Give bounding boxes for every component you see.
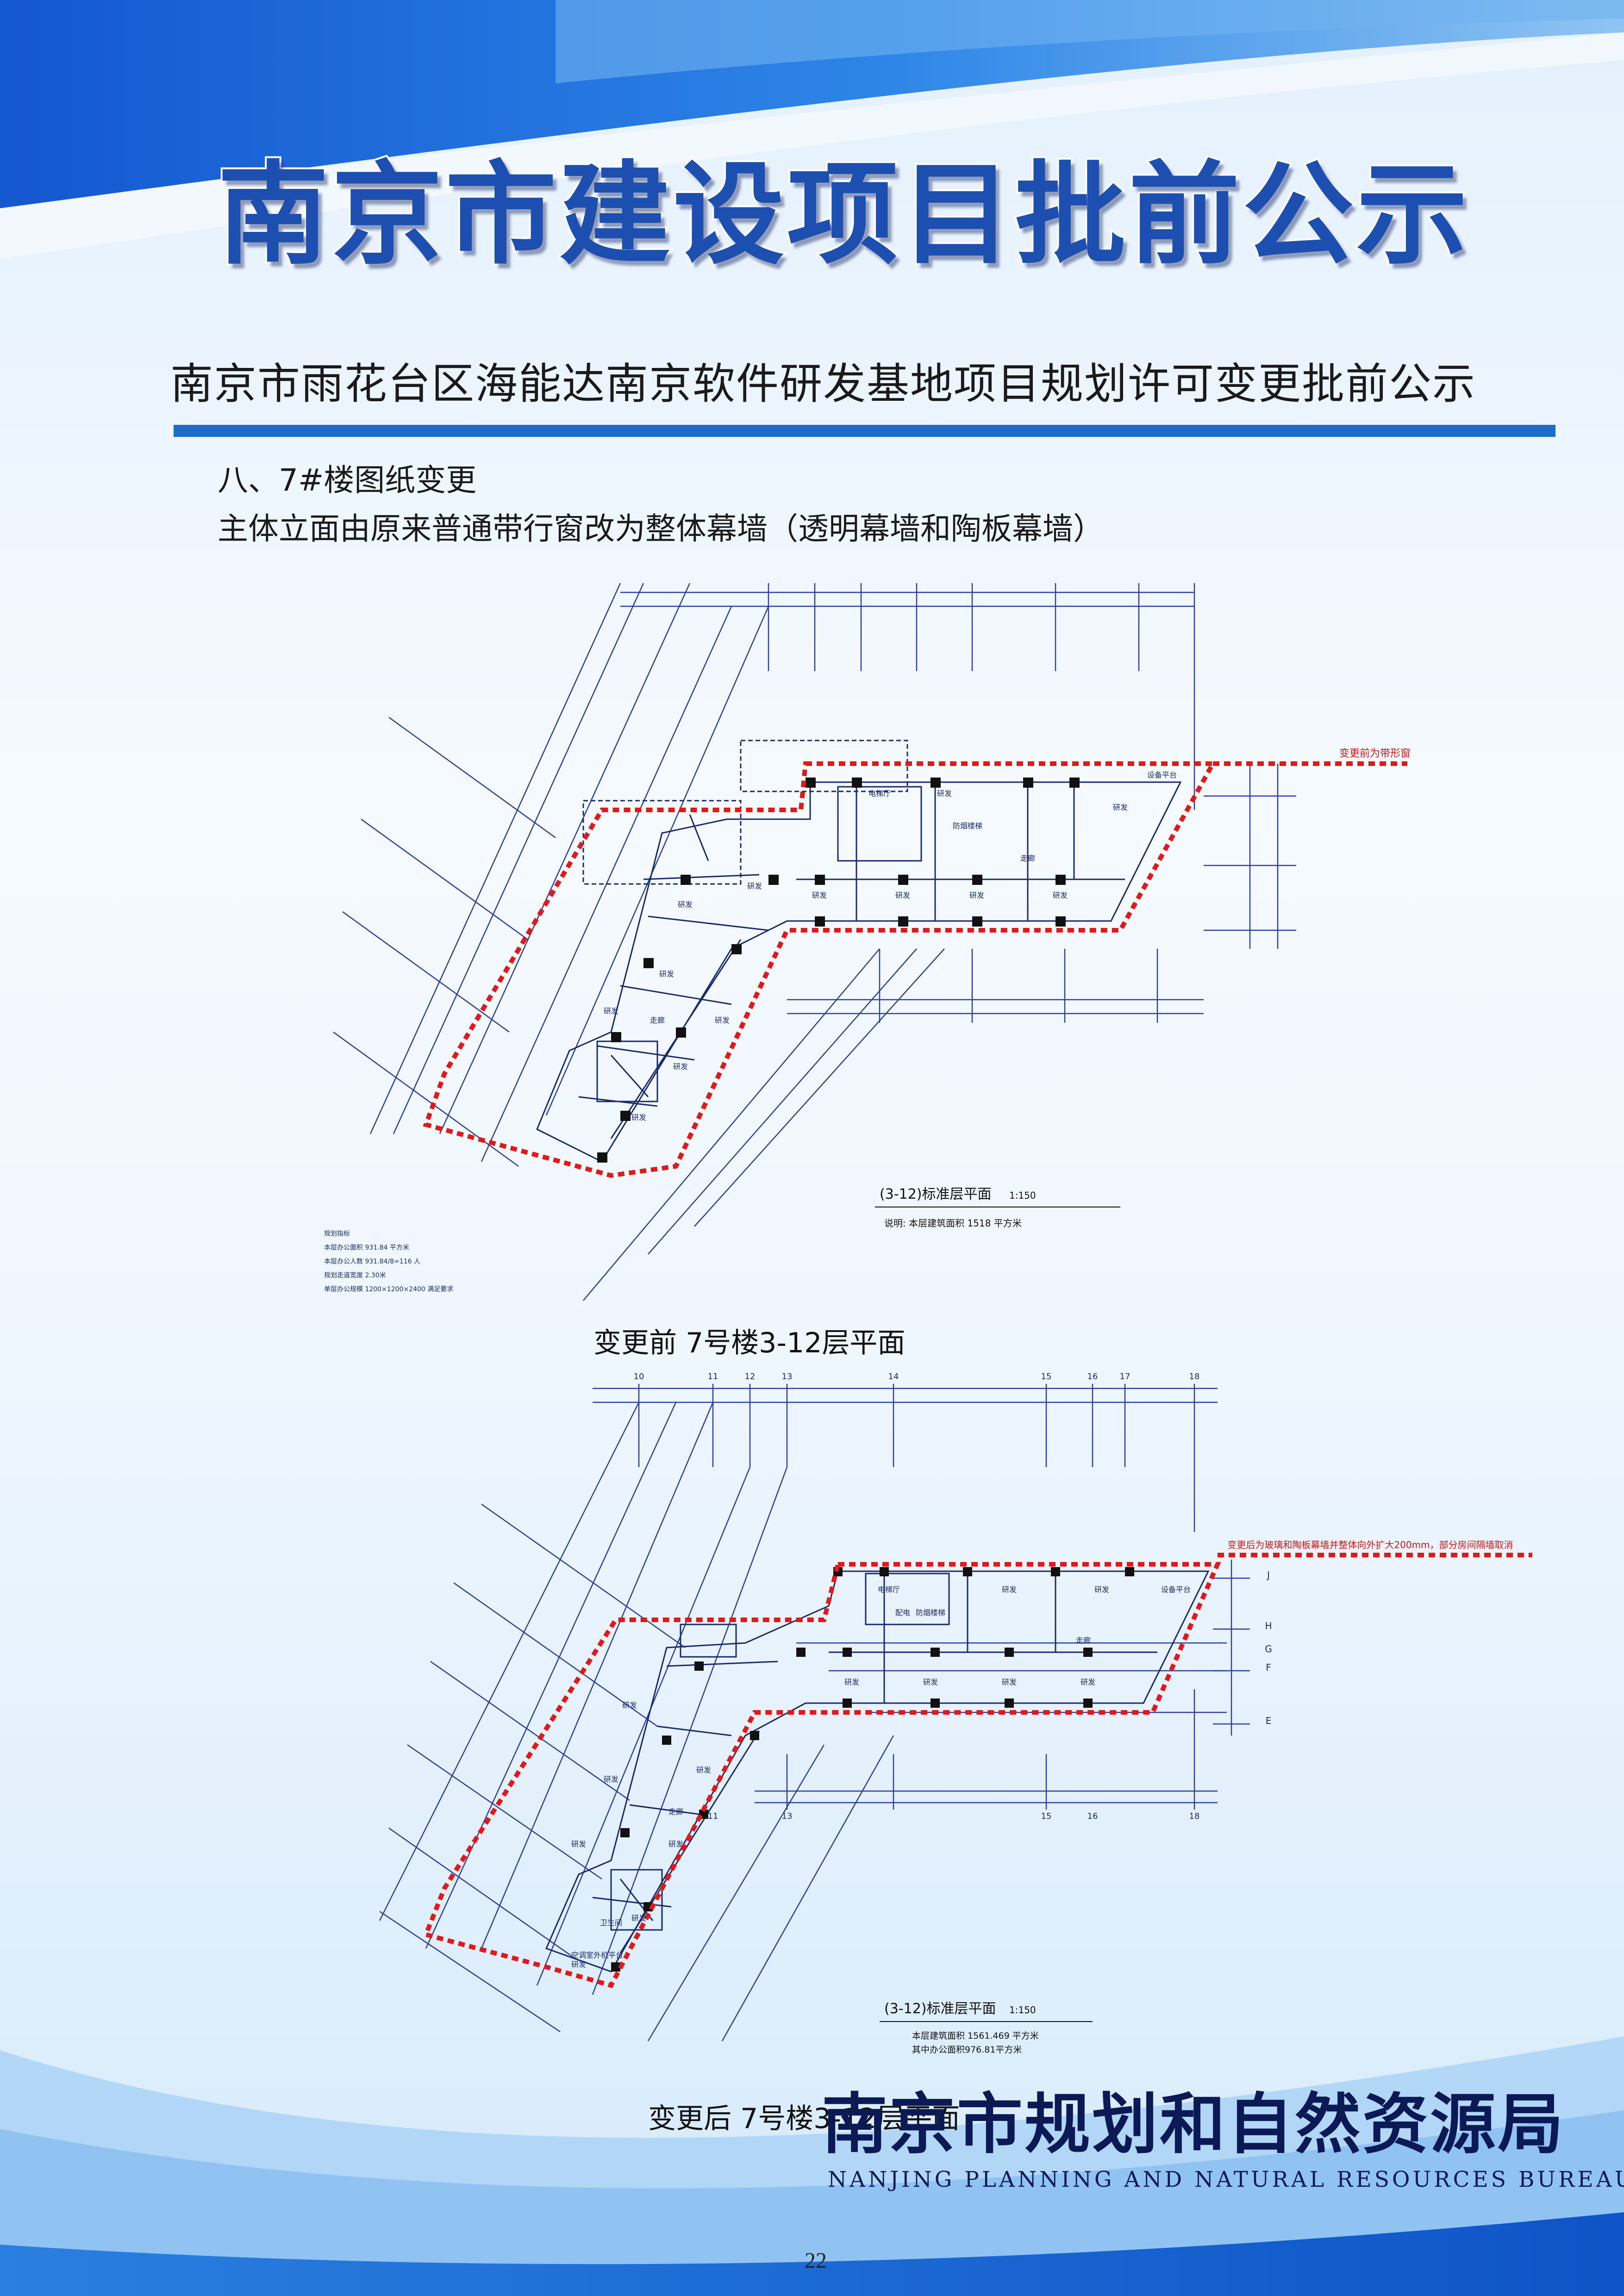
- after-axis-numbers-bottom: 11 13 15 16 18: [708, 1811, 1200, 1821]
- before-outline-red: [423, 761, 1217, 1178]
- after-room-label: 研发: [571, 1960, 586, 1969]
- before-room-label: 研发: [812, 891, 827, 900]
- plan-before-gridlines: [333, 583, 1296, 1301]
- after-axis-label: 13: [782, 1372, 793, 1381]
- after-axis-label: 12: [745, 1372, 756, 1381]
- page-title: 南京市建设项目批前公示: [216, 147, 1471, 281]
- before-room-label: 研发: [604, 1007, 618, 1015]
- after-axis-label: 18: [1189, 1811, 1200, 1821]
- before-room-label: 研发: [659, 970, 674, 978]
- after-room-label: 研发: [1094, 1585, 1109, 1594]
- section-description: 主体立面由原来普通带行窗改为整体幕墙（透明幕墙和陶板幕墙）: [218, 511, 1104, 547]
- after-axis-label: 16: [1087, 1811, 1098, 1821]
- after-plan-note-office: 其中办公面积976.81平方米: [912, 2045, 1022, 2055]
- after-room-label: 研发: [923, 1678, 938, 1686]
- after-room-label: 研发: [622, 1701, 637, 1710]
- before-room-label: 研发: [1113, 803, 1128, 812]
- before-room-label: 研发: [937, 789, 952, 798]
- before-plan-title: (3-12)标准层平面: [880, 1186, 992, 1202]
- after-room-label: 研发: [1002, 1678, 1017, 1686]
- after-axis-label: 15: [1041, 1372, 1052, 1381]
- before-metrics-line: 单层办公规模 1200×1200×2400 满足要求: [324, 1286, 453, 1293]
- after-room-label: 研发: [571, 1840, 586, 1848]
- after-axis-label: 15: [1041, 1811, 1052, 1821]
- after-corridor-label: 走廊: [1076, 1636, 1091, 1645]
- before-corridor-label: 走廊: [1020, 854, 1035, 863]
- after-corridor-label: 走廊: [668, 1807, 683, 1816]
- after-axis-label: 11: [708, 1811, 718, 1821]
- after-outline-red: [423, 1562, 1221, 1988]
- title-divider: [174, 425, 1555, 437]
- after-axis-label: G: [1265, 1643, 1272, 1655]
- before-fire-label: 防烟楼梯: [953, 821, 982, 830]
- after-fire-label: 防烟楼梯: [916, 1608, 945, 1617]
- after-distribution-label: 配电: [895, 1608, 910, 1617]
- after-axis-label: E: [1266, 1715, 1272, 1726]
- after-room-label: 研发: [668, 1840, 683, 1848]
- floor-plan-after: 10 11 12 13 14 15 16 17 18 11 13 15 16 1…: [379, 1372, 1532, 2055]
- after-axis-label: 14: [888, 1372, 899, 1381]
- after-axis-label: 10: [634, 1372, 644, 1381]
- before-metrics-line: 本层办公面积 931.84 平方米: [324, 1244, 409, 1251]
- after-air-label: 空调室外机平台: [571, 1951, 623, 1960]
- after-plan-scale: 1:150: [1009, 2004, 1036, 2016]
- after-restroom-label: 卫生间: [600, 1918, 622, 1927]
- before-room-label: 研发: [678, 900, 693, 909]
- after-axis-label: 16: [1087, 1372, 1098, 1381]
- after-axis-letters: J H G F E: [1265, 1569, 1272, 1726]
- after-annotation: 变更后为玻璃和陶板幕墙并整体向外扩大200mm，部分房间隔墙取消: [1227, 1539, 1513, 1550]
- plan-before-columns: [597, 778, 1080, 1163]
- before-plan-scale: 1:150: [1009, 1190, 1036, 1201]
- before-metrics-line: 本层办公人数 931.84/8=116 人: [324, 1258, 420, 1265]
- before-room-label: 研发: [969, 891, 984, 900]
- org-name-en: NANJING PLANNING AND NATURAL RESOURCES B…: [828, 2167, 1624, 2192]
- after-axis-label: J: [1266, 1569, 1270, 1580]
- caption-before: 变更前 7号楼3-12层平面: [593, 1327, 906, 1359]
- before-room-label: 研发: [747, 882, 762, 890]
- before-corridor-label: 走廊: [650, 1016, 665, 1025]
- before-plan-note: 说明: 本层建筑面积 1518 平方米: [884, 1218, 1022, 1229]
- before-room-label: 研发: [673, 1062, 688, 1071]
- after-room-label: 研发: [696, 1766, 711, 1774]
- plan-after-columns: [611, 1567, 1134, 1972]
- after-axis-label: F: [1266, 1662, 1271, 1673]
- after-axis-label: 18: [1189, 1372, 1200, 1381]
- before-room-label: 研发: [895, 891, 910, 900]
- before-room-label: 研发: [1053, 891, 1068, 900]
- before-room-label: 研发: [631, 1113, 646, 1122]
- after-axis-numbers-top: 10 11 12 13 14 15 16 17 18: [634, 1372, 1200, 1381]
- plan-after-gridlines: [379, 1384, 1250, 2041]
- after-room-label: 研发: [604, 1775, 618, 1784]
- after-plan-note-area: 本层建筑面积 1561.469 平方米: [912, 2031, 1039, 2041]
- before-metrics-line: 规划走道宽度 2.30米: [324, 1271, 386, 1279]
- org-name-cn: 南京市规划和自然资源局: [822, 2086, 1565, 2163]
- caption-after: 变更后 7号楼3-12层平面: [648, 2103, 960, 2135]
- before-metrics-block: 规划指标 本层办公面积 931.84 平方米 本层办公人数 931.84/8=1…: [324, 1230, 453, 1293]
- after-room-label: 研发: [631, 1914, 646, 1923]
- after-axis-label: H: [1265, 1620, 1272, 1631]
- after-axis-label: 13: [782, 1811, 793, 1821]
- before-elevator-label: 电梯厅: [868, 789, 891, 798]
- before-equip-label: 设备平台: [1147, 771, 1177, 779]
- after-room-label: 研发: [1002, 1585, 1017, 1594]
- plan-before-walls: [536, 740, 1182, 1163]
- floor-plan-before: 变更前为带形窗 研发 研发 研发 研发 研发 研发 研发 研发 研发 研发 研发…: [324, 583, 1411, 1301]
- before-annotation: 变更前为带形窗: [1339, 748, 1411, 759]
- after-equip-label: 设备平台: [1161, 1585, 1191, 1594]
- after-axis-label: 17: [1120, 1372, 1131, 1381]
- after-plan-title: (3-12)标准层平面: [884, 2001, 996, 2017]
- after-room-label: 研发: [844, 1678, 859, 1686]
- notice-subtitle: 南京市雨花台区海能达南京软件研发基地项目规划许可变更批前公示: [170, 359, 1476, 409]
- before-room-label: 研发: [715, 1016, 730, 1025]
- after-room-label: 研发: [1081, 1678, 1095, 1686]
- before-metrics-line: 规划指标: [324, 1230, 350, 1238]
- after-elevator-label: 电梯厅: [878, 1585, 900, 1594]
- section-heading: 八、7#楼图纸变更: [218, 462, 477, 498]
- plan-after-walls: [545, 1570, 1210, 1972]
- page-number: 22: [805, 2248, 827, 2273]
- after-axis-label: 11: [708, 1372, 718, 1381]
